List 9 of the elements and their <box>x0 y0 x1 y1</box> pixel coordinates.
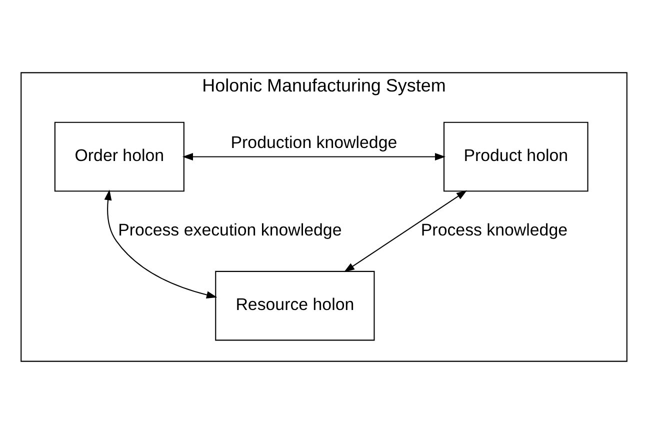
node-box: Product holon <box>443 122 588 192</box>
edge-label: Process knowledge <box>420 220 568 240</box>
node-box: Resource holon <box>215 270 375 341</box>
edge-label: Process execution knowledge <box>118 220 342 240</box>
arrow <box>182 153 446 160</box>
arrow <box>104 190 218 298</box>
edge-label: Production knowledge <box>230 133 398 152</box>
node-box: Order holon <box>54 122 184 192</box>
arrow <box>344 190 468 272</box>
